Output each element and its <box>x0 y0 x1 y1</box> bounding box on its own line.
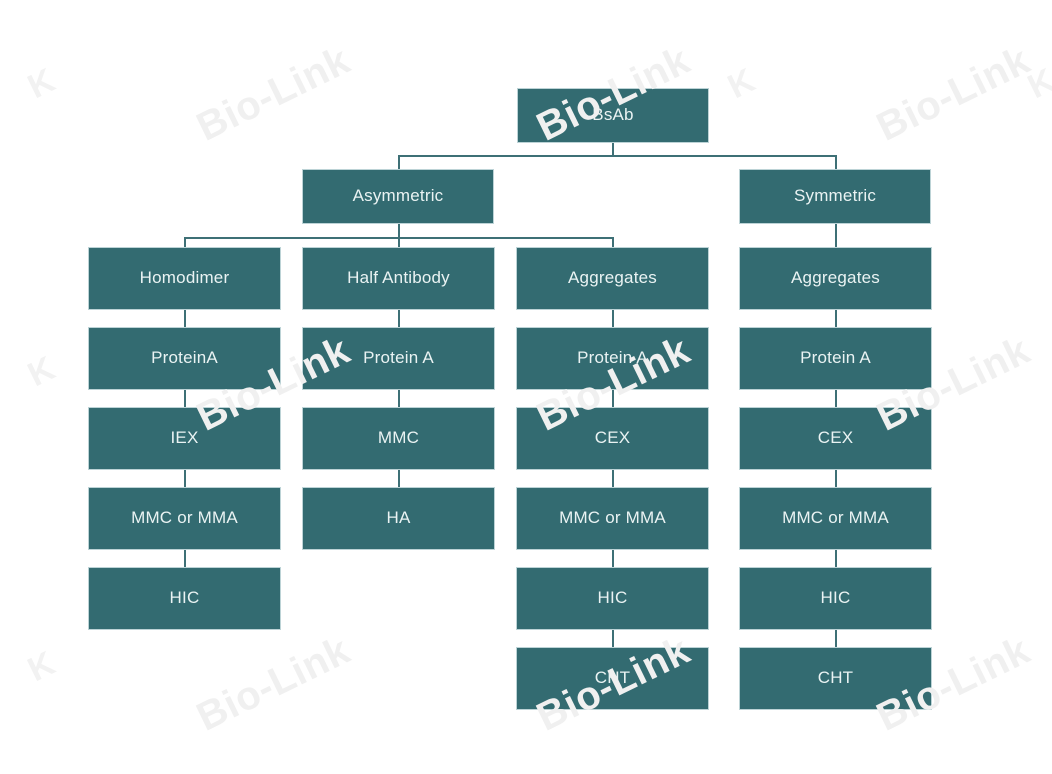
connector-col4-step1-step2 <box>835 310 837 327</box>
connector-to-symmetric <box>835 155 837 170</box>
connector-col3-step3-step4 <box>612 470 614 487</box>
node-col4-protein-a[interactable]: Protein A <box>739 327 932 390</box>
watermark-glyph: K <box>22 61 61 107</box>
node-col3-protein-a[interactable]: Protein A <box>516 327 709 390</box>
connector-col3-step2-step3 <box>612 390 614 407</box>
connector-to-col3 <box>612 237 614 248</box>
node-symmetric[interactable]: Symmetric <box>739 169 931 224</box>
connector-root-bar <box>398 155 836 157</box>
node-col3-aggregates[interactable]: Aggregates <box>516 247 709 310</box>
watermark-glyph: K <box>22 349 61 395</box>
node-root-bsab[interactable]: BsAb <box>517 88 709 143</box>
node-col4-hic[interactable]: HIC <box>739 567 932 630</box>
node-col1-homodimer[interactable]: Homodimer <box>88 247 281 310</box>
node-col4-aggregates[interactable]: Aggregates <box>739 247 932 310</box>
node-col2-mmc[interactable]: MMC <box>302 407 495 470</box>
connector-col1-step2-step3 <box>184 390 186 407</box>
node-col4-cht[interactable]: CHT <box>739 647 932 710</box>
connector-symmetric-stem <box>835 224 837 248</box>
connector-to-col2 <box>398 237 400 248</box>
node-col2-protein-a[interactable]: Protein A <box>302 327 495 390</box>
connector-col2-step3-step4 <box>398 470 400 487</box>
connector-root-stem <box>612 142 614 156</box>
connector-col2-step1-step2 <box>398 310 400 327</box>
connector-col1-step3-step4 <box>184 470 186 487</box>
watermark-text: Bio-Link <box>190 628 357 740</box>
connector-col4-step3-step4 <box>835 470 837 487</box>
node-col3-mmc-or-mma[interactable]: MMC or MMA <box>516 487 709 550</box>
connector-col1-step1-step2 <box>184 310 186 327</box>
connector-col4-step5-step6 <box>835 630 837 647</box>
watermark-glyph: K <box>1022 61 1052 107</box>
watermark-glyph: K <box>22 644 61 690</box>
node-col1-hic[interactable]: HIC <box>88 567 281 630</box>
connector-to-asymmetric <box>398 155 400 170</box>
watermark-text: Bio-Link <box>870 38 1037 150</box>
connector-col1-step4-step5 <box>184 550 186 567</box>
node-col3-cht[interactable]: CHT <box>516 647 709 710</box>
connector-col3-step4-step5 <box>612 550 614 567</box>
node-col4-mmc-or-mma[interactable]: MMC or MMA <box>739 487 932 550</box>
node-col3-hic[interactable]: HIC <box>516 567 709 630</box>
connector-col4-step2-step3 <box>835 390 837 407</box>
connector-col4-step4-step5 <box>835 550 837 567</box>
node-col1-iex[interactable]: IEX <box>88 407 281 470</box>
connector-to-col1 <box>184 237 186 248</box>
connector-asymmetric-stem <box>398 224 400 238</box>
node-col1-proteina[interactable]: ProteinA <box>88 327 281 390</box>
connector-col3-step1-step2 <box>612 310 614 327</box>
node-col1-mmc-or-mma[interactable]: MMC or MMA <box>88 487 281 550</box>
node-col3-cex[interactable]: CEX <box>516 407 709 470</box>
node-col2-half-antibody[interactable]: Half Antibody <box>302 247 495 310</box>
watermark-text: Bio-Link <box>190 38 357 150</box>
connector-col2-step2-step3 <box>398 390 400 407</box>
node-col2-ha[interactable]: HA <box>302 487 495 550</box>
watermark-glyph: K <box>722 61 761 107</box>
node-asymmetric[interactable]: Asymmetric <box>302 169 494 224</box>
connector-col3-step5-step6 <box>612 630 614 647</box>
node-col4-cex[interactable]: CEX <box>739 407 932 470</box>
